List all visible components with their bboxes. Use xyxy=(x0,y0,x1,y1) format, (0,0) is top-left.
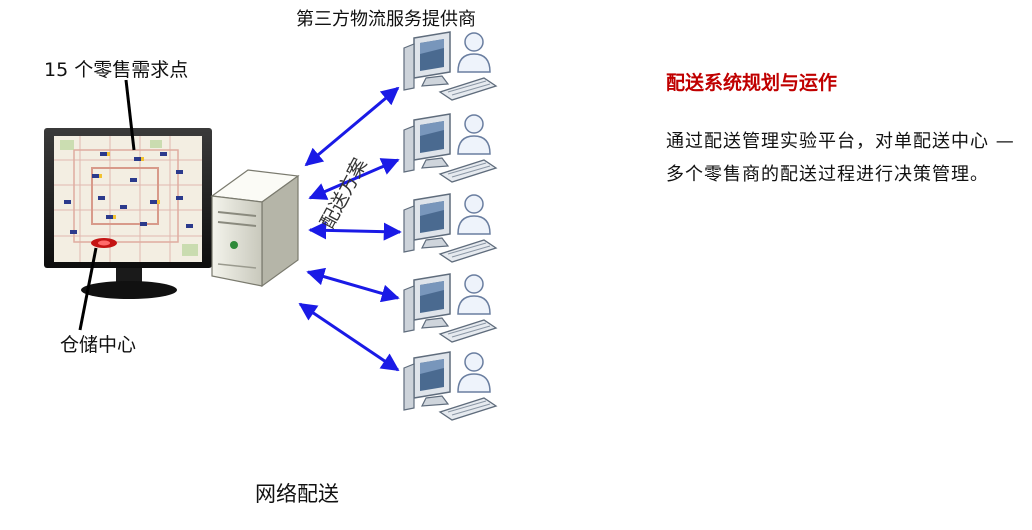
network-distribution-diagram xyxy=(44,31,497,421)
description-panel: 配送系统规划与运作 通过配送管理实验平台，对单配送中心 — 多个零售商的配送过程… xyxy=(666,68,1026,191)
panel-title: 配送系统规划与运作 xyxy=(666,72,838,94)
workstation-icon xyxy=(403,273,497,343)
workstation-icon xyxy=(403,31,497,101)
retail-pointer-line xyxy=(124,79,136,151)
workstation-icon xyxy=(403,193,497,263)
panel-body: 通过配送管理实验平台，对单配送中心 — 多个零售商的配送过程进行决策管理。 xyxy=(666,131,1015,185)
diagram-caption: 网络配送 xyxy=(255,482,339,506)
warehouse-monitor-icon xyxy=(44,128,212,299)
retail-demand-label: 15 个零售需求点 xyxy=(44,59,189,81)
distribution-arrows xyxy=(298,86,402,372)
third-party-logistics-label: 第三方物流服务提供商 xyxy=(296,9,476,30)
warehouse-label: 仓储中心 xyxy=(60,334,137,356)
warehouse-pointer-line xyxy=(78,247,98,331)
workstation-icon xyxy=(403,351,497,421)
server-icon xyxy=(210,169,300,288)
workstation-icon xyxy=(403,113,497,183)
